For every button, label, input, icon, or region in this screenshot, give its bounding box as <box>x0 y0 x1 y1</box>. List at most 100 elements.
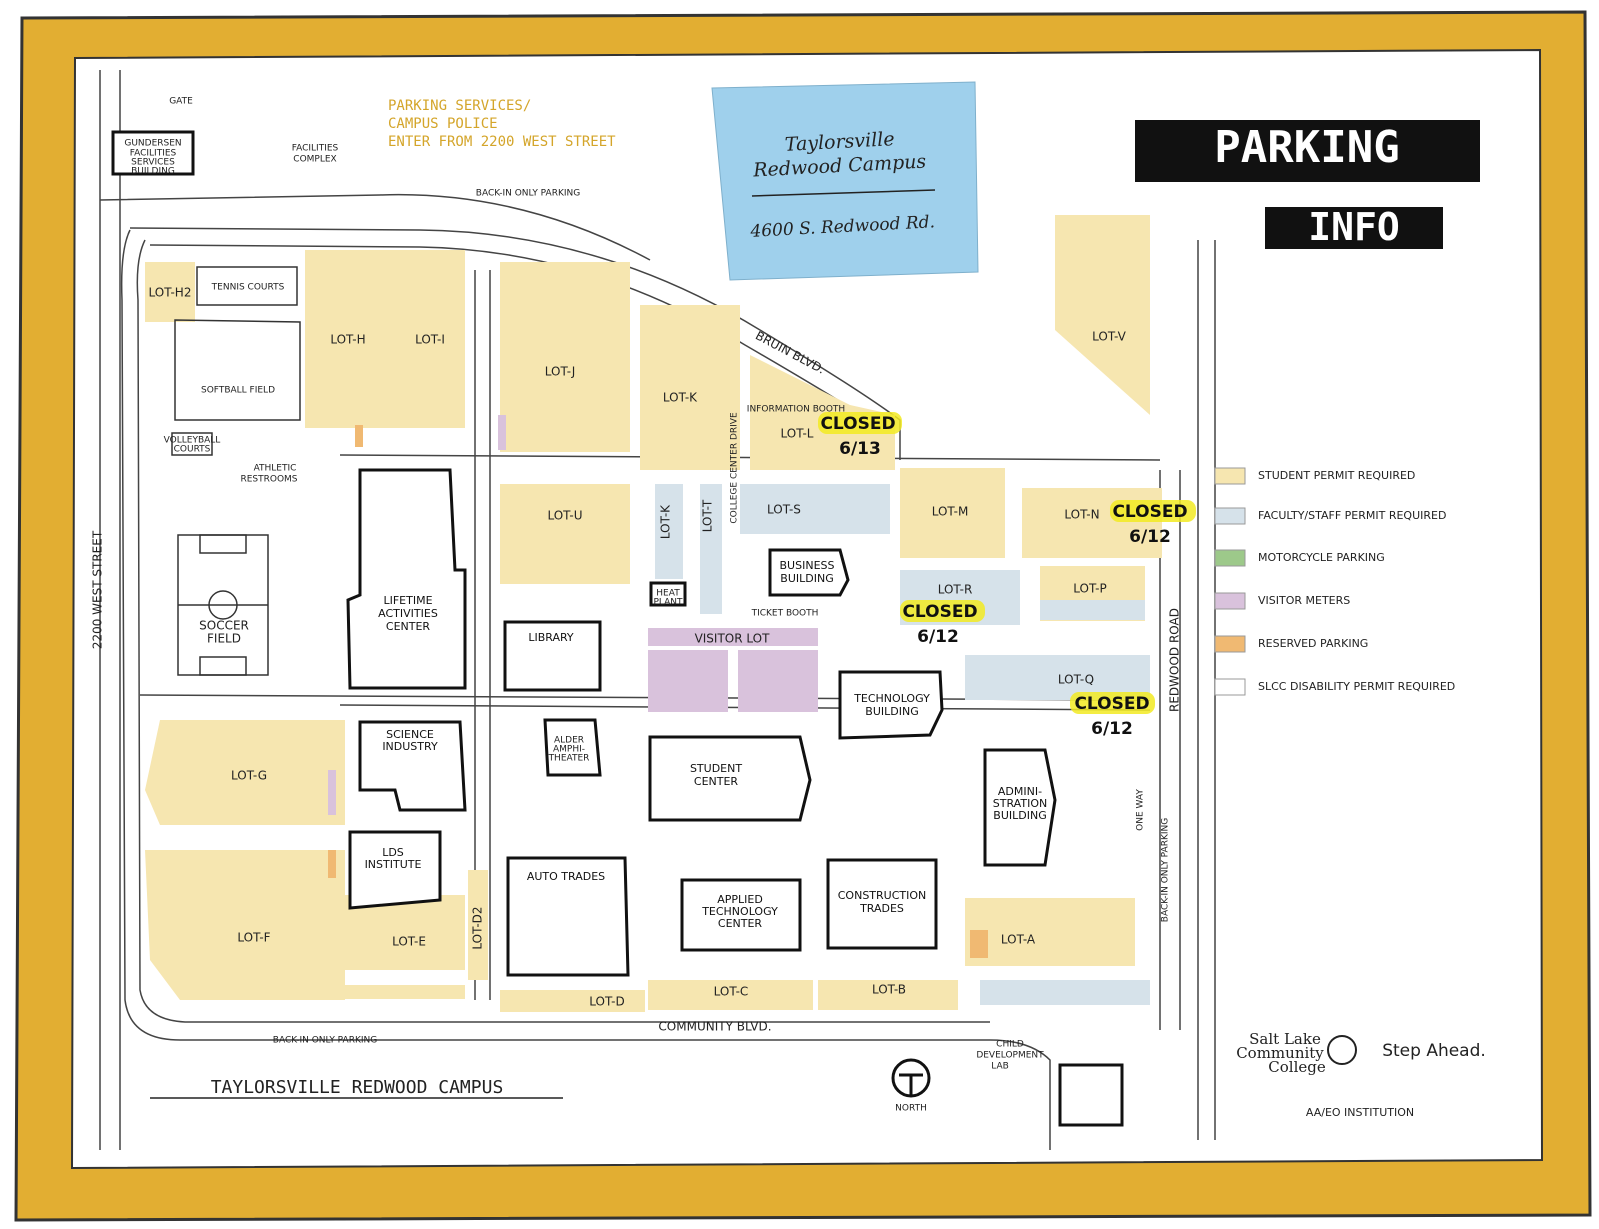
lot-c: LOT-C <box>714 985 749 999</box>
admin-3: BUILDING <box>993 809 1046 822</box>
street-2200-west: 2200 WEST STREET <box>91 530 105 649</box>
north-label: NORTH <box>895 1104 927 1114</box>
lot-p: LOT-P <box>1073 582 1107 596</box>
volleyball-1: VOLLEYBALL <box>164 436 221 446</box>
admin-2: STRATION <box>993 797 1047 810</box>
lot-h2: LOT-H2 <box>149 286 192 300</box>
lot-r: LOT-R <box>938 583 973 597</box>
heat-2: PLANT <box>653 598 683 608</box>
lot-u: LOT-U <box>547 509 582 523</box>
child-1: CHILD <box>996 1040 1024 1050</box>
legend-reserved: RESERVED PARKING <box>1258 637 1368 650</box>
facilities-2: COMPLEX <box>293 155 336 165</box>
legend-disability: SLCC DISABILITY PERMIT REQUIRED <box>1258 680 1455 693</box>
one-way: ONE WAY <box>1136 789 1146 831</box>
title-block <box>1135 120 1480 249</box>
visitor-lot <box>328 415 818 815</box>
soccer-2: FIELD <box>207 632 241 646</box>
lot-e: LOT-E <box>392 935 426 949</box>
slcc-logo-icon <box>1327 1035 1357 1065</box>
athletic-2: RESTROOMS <box>240 475 297 485</box>
admin-1: ADMINI- <box>998 785 1042 798</box>
info-booth: INFORMATION BOOTH <box>747 405 845 415</box>
back-in-top: BACK-IN ONLY PARKING <box>476 189 580 199</box>
parking-services-1: PARKING SERVICES/ <box>388 98 531 114</box>
applied-3: CENTER <box>718 917 763 930</box>
street-redwood: REDWOOD ROAD <box>1168 608 1182 712</box>
gate-label: GATE <box>169 97 193 107</box>
gundersen-4: BUILDING <box>131 167 175 177</box>
lot-f: LOT-F <box>237 931 270 945</box>
volleyball-2: COURTS <box>174 445 211 455</box>
technology-2: BUILDING <box>865 705 918 718</box>
athletic-fields <box>171 266 301 676</box>
lot-j: LOT-J <box>545 365 575 379</box>
lot-d2: LOT-D2 <box>471 906 485 949</box>
library-label: LIBRARY <box>528 631 574 644</box>
college-center-drive: COLLEGE CENTER DRIVE <box>730 412 740 524</box>
lot-d: LOT-D <box>589 995 625 1009</box>
parking-services-3: ENTER FROM 2200 WEST STREET <box>388 134 616 150</box>
technology-1: TECHNOLOGY <box>853 692 930 705</box>
tennis-courts: TENNIS COURTS <box>211 283 285 293</box>
student-center-2: CENTER <box>694 775 739 788</box>
legend-student: STUDENT PERMIT REQUIRED <box>1258 469 1415 482</box>
heat-1: HEAT <box>656 589 680 599</box>
buildings <box>111 130 1124 1127</box>
gundersen-1: GUNDERSEN <box>124 139 181 149</box>
lot-q: LOT-Q <box>1058 673 1094 687</box>
lds-1: LDS <box>382 846 404 859</box>
lot-k-north: LOT-K <box>663 391 698 405</box>
closure-lot-l: CLOSED <box>820 414 895 434</box>
legend-visitor: VISITOR METERS <box>1258 594 1350 607</box>
lot-i: LOT-I <box>415 333 445 347</box>
science-2: INDUSTRY <box>382 740 438 753</box>
construction-2: TRADES <box>859 902 904 915</box>
college-tagline: Step Ahead. <box>1382 1041 1486 1061</box>
back-in-right: BACK-IN ONLY PARKING <box>1161 818 1171 922</box>
business-2: BUILDING <box>780 572 833 585</box>
title-info: INFO <box>1308 205 1400 249</box>
applied-2: TECHNOLOGY <box>701 905 778 918</box>
staff-lots <box>655 484 1150 1005</box>
child-2: DEVELOPMENT <box>976 1051 1044 1061</box>
closure-highlights <box>818 412 1196 714</box>
lifetime-2: ACTIVITIES <box>378 607 438 620</box>
closure-lot-r-date: 6/12 <box>917 627 959 647</box>
alder-1: ALDER <box>554 736 584 746</box>
closure-lot-q: CLOSED <box>1074 694 1149 714</box>
lot-a: LOT-A <box>1001 933 1036 947</box>
legend-motorcycle: MOTORCYCLE PARKING <box>1258 551 1385 564</box>
campus-name: TAYLORSVILLE REDWOOD CAMPUS <box>211 1077 504 1098</box>
lot-s: LOT-S <box>767 503 801 517</box>
athletic-1: ATHLETIC <box>254 464 297 474</box>
child-3: LAB <box>991 1062 1009 1072</box>
student-lots <box>145 215 1162 1012</box>
title-parking: PARKING <box>1214 122 1399 173</box>
softball-field: SOFTBALL FIELD <box>201 386 275 396</box>
closure-lot-n: CLOSED <box>1112 502 1187 522</box>
legend-staff: FACULTY/STAFF PERMIT REQUIRED <box>1258 509 1446 522</box>
lot-n: LOT-N <box>1064 508 1099 522</box>
auto-trades: AUTO TRADES <box>527 870 605 883</box>
college-line2: Community <box>1236 1044 1324 1062</box>
soccer-1: SOCCER <box>199 619 249 633</box>
lot-l: LOT-L <box>781 427 814 441</box>
back-in-bottom: BACK-IN ONLY PARKING <box>273 1036 377 1046</box>
business-1: BUSINESS <box>780 559 835 572</box>
legend-swatches <box>1214 467 1246 696</box>
alder-3: THEATER <box>548 754 590 764</box>
lifetime-1: LIFETIME <box>383 594 432 607</box>
north-arrow-icon <box>891 1058 931 1098</box>
alder-2: AMPHI- <box>553 745 585 755</box>
closure-lot-r: CLOSED <box>902 602 977 622</box>
institution-label: AA/EO INSTITUTION <box>1306 1106 1414 1119</box>
lifetime-3: CENTER <box>386 620 431 633</box>
lot-b: LOT-B <box>872 983 906 997</box>
lot-g: LOT-G <box>231 769 267 783</box>
ticket-booth: TICKET BOOTH <box>751 609 819 619</box>
college-line3: College <box>1268 1058 1326 1076</box>
reserved-spots <box>328 425 988 958</box>
lot-m: LOT-M <box>932 505 969 519</box>
